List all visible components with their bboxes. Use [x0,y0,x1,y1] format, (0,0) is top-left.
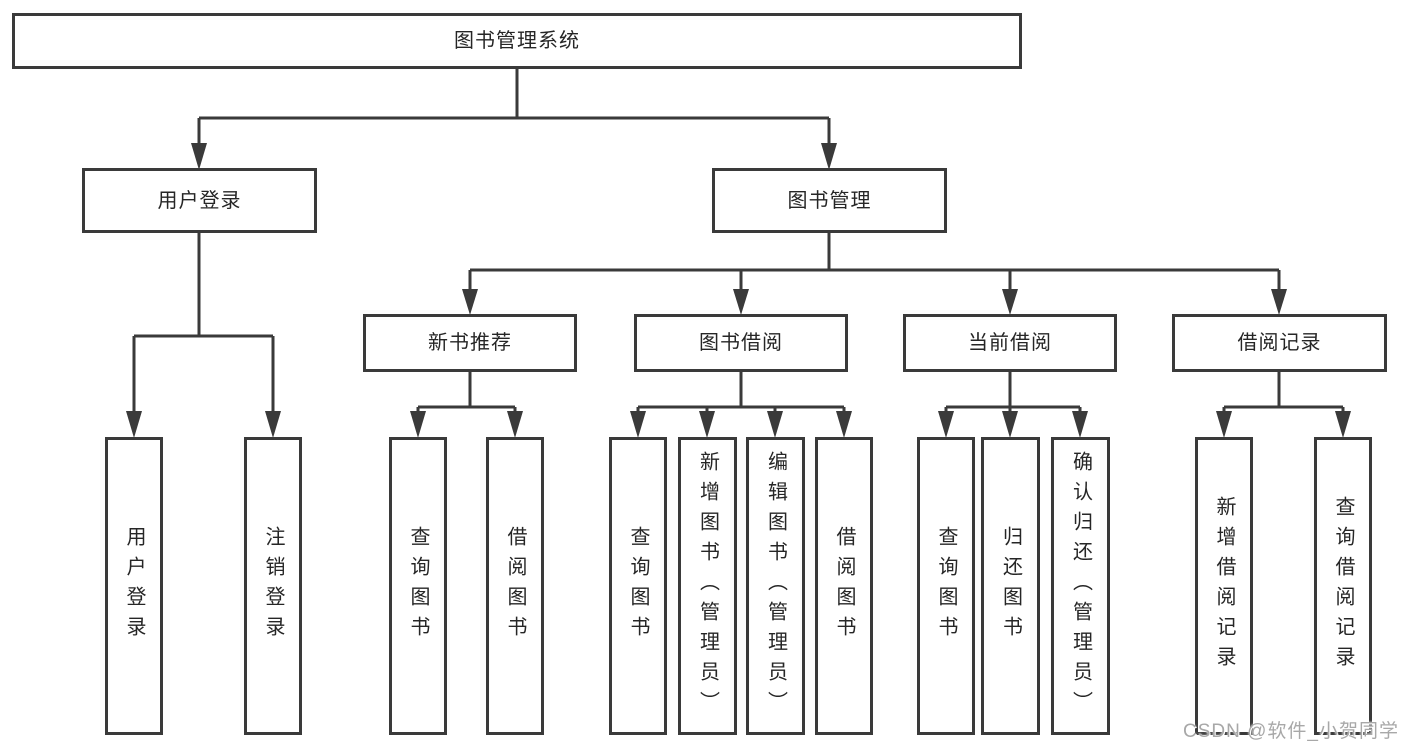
node-label: 注销登录 [262,526,284,646]
node-label: 用户登录 [157,189,242,212]
node-label: 借阅图书 [833,526,855,646]
node-book-management: 图书管理 [712,168,947,233]
leaf-current-query-books: 查询图书 [917,437,975,735]
node-borrowing-records: 借阅记录 [1172,314,1387,372]
node-label: 查询图书 [935,526,957,646]
node-label: 图书借阅 [699,332,783,354]
node-label: 新增图书（管理员） [696,451,719,721]
node-label: 归还图书 [999,526,1022,646]
node-current-borrowing: 当前借阅 [903,314,1117,372]
node-label: 查询借阅记录 [1332,496,1354,676]
leaf-records-query-record: 查询借阅记录 [1314,437,1372,735]
node-new-book-recommend: 新书推荐 [363,314,577,372]
node-label: 图书管理系统 [454,30,580,52]
leaf-user-login: 用户登录 [105,437,163,735]
leaf-records-add-record: 新增借阅记录 [1195,437,1253,735]
node-label: 新增借阅记录 [1213,496,1235,676]
node-label: 新书推荐 [428,332,512,354]
leaf-logout: 注销登录 [244,437,302,735]
leaf-borrowing-borrow-books: 借阅图书 [815,437,873,735]
leaf-recommend-borrow-books: 借阅图书 [486,437,544,735]
node-label: 图书管理 [787,189,872,212]
node-label: 编辑图书（管理员） [764,451,787,721]
node-user-login: 用户登录 [82,168,317,233]
node-label: 查询图书 [407,526,429,646]
node-label: 借阅记录 [1237,332,1322,354]
leaf-borrowing-add-books-admin: 新增图书（管理员） [678,437,737,735]
leaf-borrowing-query-books: 查询图书 [609,437,667,735]
watermark: CSDN @软件_小贺同学 [1183,721,1399,742]
node-label: 借阅图书 [504,526,526,646]
node-library-system: 图书管理系统 [12,13,1022,69]
node-label: 用户登录 [123,526,145,646]
node-label: 查询图书 [627,526,649,646]
leaf-borrowing-edit-books-admin: 编辑图书（管理员） [746,437,805,735]
node-label: 当前借阅 [968,332,1052,354]
node-book-borrowing: 图书借阅 [634,314,848,372]
node-label: 确认归还（管理员） [1069,451,1092,721]
leaf-current-confirm-return-admin: 确认归还（管理员） [1051,437,1110,735]
leaf-current-return-books: 归还图书 [981,437,1040,735]
arrowheads [126,143,1351,438]
leaf-recommend-query-books: 查询图书 [389,437,447,735]
